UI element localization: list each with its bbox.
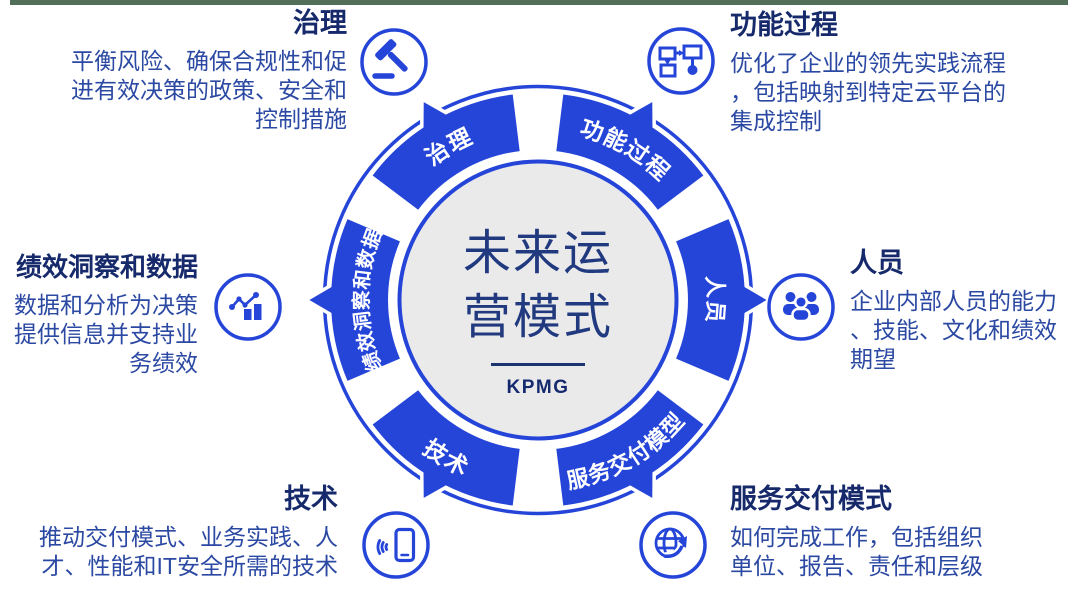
segment-governance [372,94,521,211]
service-delivery-icon-circle [639,511,707,579]
section-governance-desc-line: 平衡风险、确保合规性和促 [71,48,347,74]
section-performance-desc-line: 数据和分析为决策 [14,292,198,318]
functional-process-icon-circle [647,27,715,95]
section-performance-desc-line: 提供信息并支持业 [14,321,198,347]
section-functional-process-desc-line: ，包括映射到特定云平台的 [730,79,1006,105]
section-governance-title: 治理 [293,8,347,38]
globe-arrow-icon [654,527,687,561]
section-technology-title: 技术 [284,484,338,514]
section-people-title: 人员 [850,248,904,278]
segment-technology [372,389,521,506]
section-governance-desc-line: 控制措施 [255,106,347,132]
segment-service-delivery [555,389,704,506]
section-service-delivery: 服务交付模式 如何完成工作，包括组织 单位、报告、责任和层级 [730,482,1060,581]
section-technology-desc-line: 才、性能和IT安全所需的技术 [41,553,338,579]
gavel-icon [372,39,408,79]
segment-performance [331,219,401,381]
section-people-desc-line: 、技能、文化和绩效 [850,317,1057,343]
section-performance-title: 绩效洞察和数据 [15,252,198,282]
people-icon [783,292,819,323]
center-title-line2: 营模式 [462,291,613,344]
section-governance: 治理 平衡风险、确保合规性和促 进有效决策的政策、安全和 控制措施 [55,6,347,134]
section-technology: 技术 推动交付模式、业务实践、人 才、性能和IT安全所需的技术 [22,482,338,581]
section-service-delivery-desc-line: 单位、报告、责任和层级 [730,553,983,579]
performance-icon-circle [214,273,282,341]
section-people-desc-line: 期望 [850,346,896,372]
section-people: 人员 企业内部人员的能力 、技能、文化和绩效 期望 [850,246,1078,374]
brand-logo-text: KPMG [506,376,570,398]
center-title-line1: 未来运 [462,227,613,280]
section-service-delivery-title: 服务交付模式 [730,484,892,514]
center-label: 未来运 营模式 KPMG [388,222,688,399]
section-functional-process-title: 功能过程 [730,10,838,40]
phone-signal-icon [376,527,416,563]
section-functional-process-desc-line: 优化了企业的领先实践流程 [730,50,1006,76]
flowchart-icon [658,44,703,78]
ring-segments [331,94,745,506]
section-functional-process: 功能过程 优化了企业的领先实践流程 ，包括映射到特定云平台的 集成控制 [730,8,1040,136]
center-hub-circle [397,159,679,441]
section-people-desc-line: 企业内部人员的能力 [850,288,1057,314]
section-functional-process-desc-line: 集成控制 [730,108,822,134]
top-divider-bar [10,0,1068,5]
section-technology-desc-line: 推动交付模式、业务实践、人 [39,524,338,550]
center-divider-line [491,363,585,366]
segment-people [675,219,745,381]
section-service-delivery-desc-line: 如何完成工作，包括组织 [730,524,983,550]
chart-growth-icon [229,292,262,320]
section-performance-desc-line: 务绩效 [129,350,198,376]
section-governance-desc-line: 进有效决策的政策、安全和 [71,77,347,103]
segment-functional-process [555,94,704,211]
section-performance: 绩效洞察和数据 数据和分析为决策 提供信息并支持业 务绩效 [8,250,198,378]
